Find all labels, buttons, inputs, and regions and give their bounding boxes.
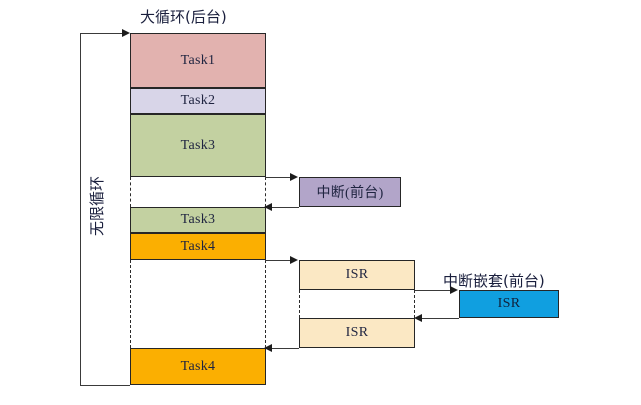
isr-block-first: ISR <box>299 260 415 290</box>
infinite-loop-label: 无限循环 <box>86 173 107 238</box>
main-loop-title: 大循环(后台) <box>140 8 227 26</box>
loop-bottom-segment <box>80 385 130 386</box>
task-column-dashed-left-1 <box>130 177 131 207</box>
isr-return-line <box>272 348 299 349</box>
loop-arrowhead-icon <box>122 28 130 37</box>
task-column-dashed-right-2 <box>265 260 266 348</box>
nested-enter-arrow-icon <box>450 285 458 294</box>
task-column-dashed-right-1 <box>265 177 266 207</box>
interrupt-enter-line <box>265 177 291 178</box>
isr-column-dashed-left <box>299 290 300 318</box>
isr-column-dashed-right <box>414 290 415 318</box>
task-block-task2: Task2 <box>130 88 266 114</box>
interrupt-return-line <box>272 207 299 208</box>
task-block-task4-second: Task4 <box>130 348 266 385</box>
loop-left-segment <box>80 33 81 385</box>
interrupt-block: 中断(前台) <box>299 177 401 207</box>
loop-top-segment <box>80 33 124 34</box>
task-block-task4-first: Task4 <box>130 233 266 260</box>
nested-return-arrow-icon <box>414 313 422 322</box>
interrupt-enter-arrow-icon <box>290 172 298 181</box>
nested-enter-line <box>415 290 451 291</box>
task-block-task1: Task1 <box>130 33 266 88</box>
task-column-dashed-left-2 <box>130 260 131 348</box>
isr-enter-arrow-icon <box>290 255 298 264</box>
nested-return-line <box>422 318 459 319</box>
task-block-task3-second: Task3 <box>130 207 266 233</box>
nested-interrupt-title: 中断嵌套(前台) <box>443 272 545 290</box>
isr-block-second: ISR <box>299 318 415 348</box>
task-block-task3-first: Task3 <box>130 114 266 177</box>
isr-return-arrow-icon <box>264 343 272 352</box>
nested-isr-block: ISR <box>459 290 559 318</box>
isr-enter-line <box>265 260 291 261</box>
interrupt-return-arrow-icon <box>264 202 272 211</box>
